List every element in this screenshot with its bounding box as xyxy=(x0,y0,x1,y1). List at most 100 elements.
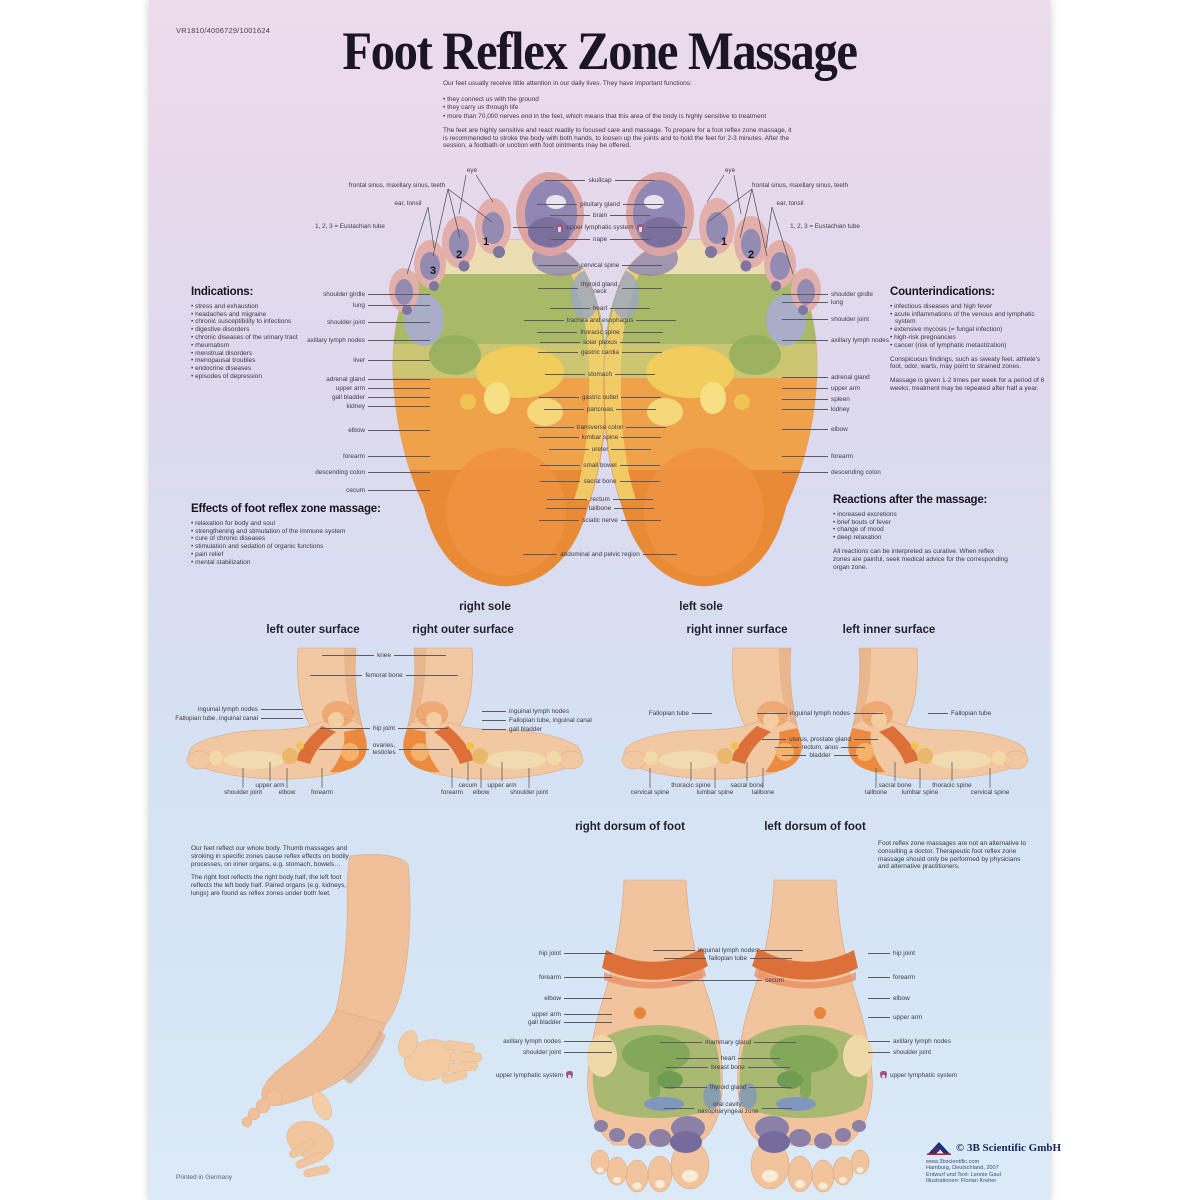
zone-label-text: Fallopian tube xyxy=(951,709,992,717)
leader-line xyxy=(868,1016,890,1018)
zone-label-text: shoulder joint xyxy=(893,1048,932,1056)
leader-line xyxy=(537,264,578,266)
zone-label: heart xyxy=(350,305,850,312)
zone-label: forearm xyxy=(343,453,430,460)
list-item: • strengthening and stimulation of the i… xyxy=(191,527,346,535)
zone-label: Fallopian tube, inguinal canal xyxy=(482,717,592,724)
zone-label-text: tailbone xyxy=(588,504,612,512)
toe-label-ear-right: ear, tonsil xyxy=(776,200,804,207)
leader-line xyxy=(319,748,370,750)
zone-label: nape xyxy=(350,236,850,243)
zone-label-text: upper arm xyxy=(893,1013,923,1021)
caption-right-outer-surface: right outer surface xyxy=(412,624,514,636)
zone-label-text: adrenal gland xyxy=(831,373,870,381)
zone-label-text: inguinal lymph nodes xyxy=(697,946,759,954)
zone-label-text: descending colon xyxy=(315,468,365,476)
leader-line xyxy=(620,341,661,343)
leader-line xyxy=(398,748,449,750)
leader-line xyxy=(393,654,446,656)
zone-label: elbow xyxy=(868,995,910,1002)
zone-label: adrenal gland xyxy=(326,376,430,383)
zone-label-text: elbow xyxy=(544,994,561,1002)
zone-label: forearm xyxy=(868,974,915,981)
zone-label: kidney xyxy=(347,403,430,410)
leader-line xyxy=(614,179,655,181)
zone-label: inguinal lymph nodes xyxy=(482,708,569,715)
zone-label-text: forearm xyxy=(440,788,464,796)
zone-label: upper arm xyxy=(868,1014,922,1021)
list-item: • acute inflammations of the venous and … xyxy=(890,310,1035,326)
leader-line xyxy=(538,436,579,438)
zone-label-text: shoulder girdle xyxy=(831,290,873,298)
publisher-illustrator: Illustrationen: Florian Kreher xyxy=(926,1178,997,1185)
zone-label: uterus, prostate gland xyxy=(570,736,1070,743)
zone-label-text: axillary lymph nodes xyxy=(307,336,365,344)
leader-line xyxy=(622,287,663,289)
counterindications-title: Counterindications: xyxy=(890,286,995,298)
leader-line xyxy=(675,1057,718,1059)
toe-number-1-left: 1 xyxy=(482,236,490,248)
leader-line xyxy=(310,674,363,676)
list-item: • they carry us through life xyxy=(443,104,519,112)
zone-label: hip joint xyxy=(539,950,612,957)
zone-label: upper arm xyxy=(487,782,516,789)
zone-label-text: sacral bone xyxy=(878,781,912,789)
zone-label: elbow xyxy=(348,427,430,434)
zone-label-text: kidney xyxy=(346,402,365,410)
list-item: • extensive mycosis (= fungal infection) xyxy=(890,326,1003,334)
list-item: • menstrual disorders xyxy=(191,349,253,357)
list-item: • menopausal troubles xyxy=(191,357,256,365)
leader-line xyxy=(322,654,375,656)
zone-label: thoracic spine xyxy=(350,329,850,336)
zone-label: hip joint xyxy=(134,725,634,732)
zone-label: pancreas xyxy=(350,406,850,413)
zone-label-text: abdominal and pelvic region xyxy=(560,550,640,558)
zone-label-text: breast bone xyxy=(711,1063,745,1071)
leader-line xyxy=(368,455,430,457)
printed-in-germany: Printed in Germany xyxy=(176,1174,232,1181)
zone-label-text: forearm xyxy=(538,973,561,981)
publisher-block: 3B © 3B Scientific GmbH www.3bscientific… xyxy=(926,1140,1061,1185)
leader-line xyxy=(482,710,506,712)
zone-label: axillary lymph nodes xyxy=(503,1038,612,1045)
zone-label: upper arm xyxy=(532,1011,612,1018)
leader-line xyxy=(782,398,828,400)
zone-label-text: pancreas xyxy=(586,405,614,413)
leader-line xyxy=(774,746,799,748)
zone-label: shoulder joint xyxy=(868,1049,931,1056)
3b-scientific-logo-icon: 3B xyxy=(927,1142,951,1155)
leader-line xyxy=(619,480,660,482)
zone-label: gall bladder xyxy=(482,726,542,733)
leader-line xyxy=(540,480,581,482)
leader-line xyxy=(782,293,828,295)
leader-line xyxy=(853,738,878,740)
toe-number-2-right: 2 xyxy=(747,249,755,261)
zone-label: shoulder joint xyxy=(523,1049,612,1056)
dorsum-note-right: Foot reflex zone massages are not an alt… xyxy=(878,840,1030,871)
leader-line xyxy=(853,712,884,714)
zone-label: adrenal gland xyxy=(782,374,870,381)
leader-line xyxy=(564,952,612,954)
zone-label-text: sacral bone xyxy=(583,477,617,485)
zone-label-text: tailbone xyxy=(864,788,888,796)
list-item: • relaxation for body and soul xyxy=(191,519,275,527)
zone-label-text: shoulder joint xyxy=(509,788,549,796)
zone-label-text: bladder xyxy=(809,751,831,759)
zone-label-text: shoulder girdle xyxy=(323,290,365,298)
zone-label: sacral bone xyxy=(878,782,911,789)
zone-label: gastric cardia xyxy=(350,349,850,356)
zone-label: sciatic nerve xyxy=(350,517,850,524)
leader-line xyxy=(368,378,430,380)
leader-line xyxy=(537,287,578,289)
zone-label-text: cervical spine xyxy=(970,788,1010,796)
list-item: • chronic susceptibility to infections xyxy=(191,318,292,326)
zone-label: thyroid gland xyxy=(478,1084,978,1091)
leader-line xyxy=(539,519,580,521)
leader-line xyxy=(782,428,828,430)
zone-label: shoulder girdle xyxy=(782,291,873,298)
caption-right-inner-surface: right inner surface xyxy=(686,624,788,636)
leader-line xyxy=(368,489,430,491)
publisher-city: Hamburg, Deutschland, 2007 xyxy=(926,1165,999,1172)
lymphatic-icon xyxy=(566,1071,573,1079)
